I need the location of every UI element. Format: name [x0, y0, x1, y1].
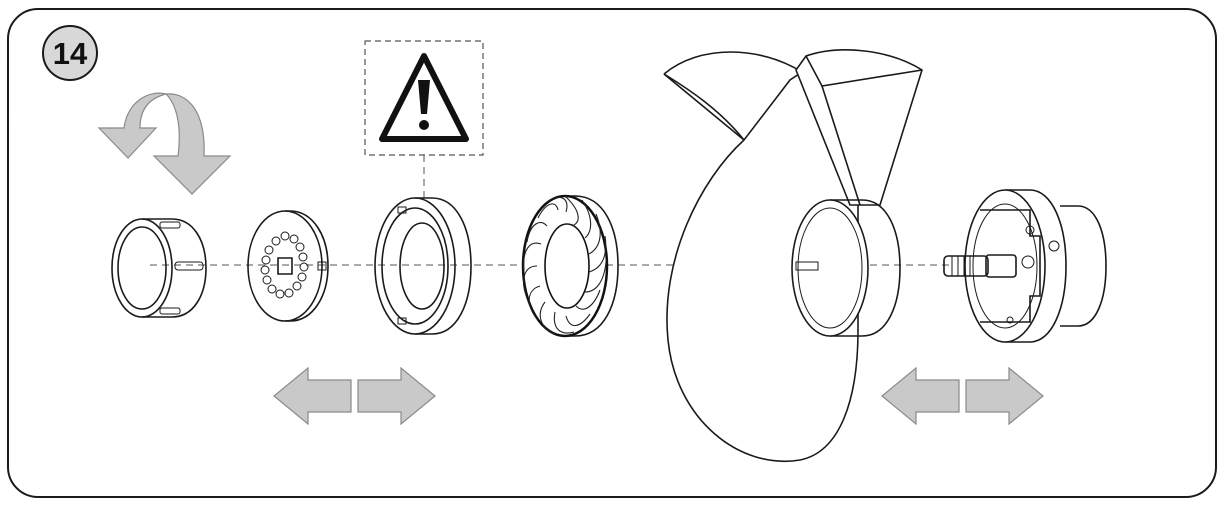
mincing-plate [247, 210, 329, 322]
cutting-ring [374, 197, 472, 335]
step-number: 14 [53, 36, 88, 71]
arrow-right-icon [965, 366, 1044, 426]
motor-shaft-unit [943, 189, 1107, 343]
arrow-left-icon [881, 366, 960, 426]
end-cap [111, 218, 207, 318]
rotate-arrow-icon [97, 92, 232, 195]
warning-box [364, 40, 484, 200]
warning-triangle-icon [379, 53, 469, 142]
arrow-left-icon [273, 366, 352, 426]
arrow-right-icon [357, 366, 436, 426]
funnel-housing [663, 49, 923, 463]
move-arrows-right-pair [881, 366, 1044, 426]
step-badge: 14 [42, 25, 98, 81]
spiral-blade [521, 194, 619, 338]
move-arrows-left-pair [273, 366, 436, 426]
